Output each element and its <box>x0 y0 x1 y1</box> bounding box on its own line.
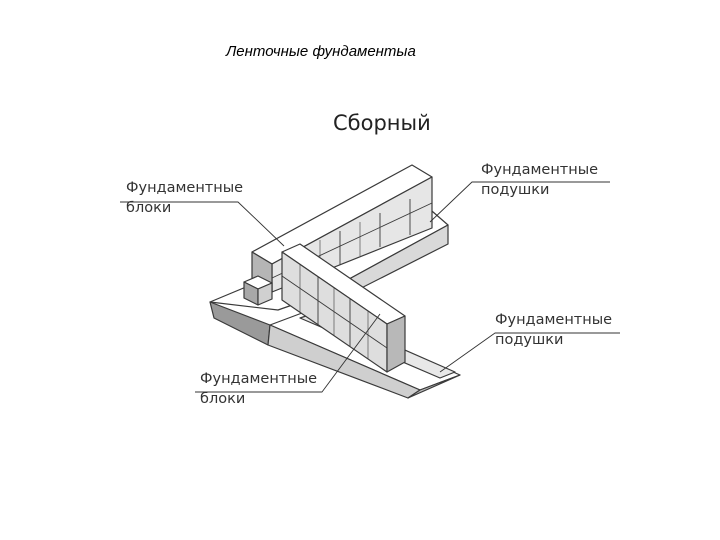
label-blocks-top: Фундаментные блоки <box>126 178 243 218</box>
diagram-heading: Сборный <box>333 111 431 135</box>
label-blocks-top-line1: Фундаментные <box>126 180 244 196</box>
leader-lines <box>120 181 620 393</box>
leader-cushions-bottom <box>439 332 620 373</box>
label-blocks-top-line2: блоки <box>126 200 172 216</box>
label-cushions-bottom-line1: Фундаментные <box>495 312 613 328</box>
label-cushions-top-line1: Фундаментные <box>481 162 599 178</box>
label-blocks-bottom: Фундаментные блоки <box>200 369 317 409</box>
label-cushions-top: Фундаментные подушки <box>481 160 598 200</box>
label-cushions-bottom-line2: подушки <box>495 332 564 348</box>
front-wall-blocks <box>281 243 406 373</box>
end-block <box>243 275 273 306</box>
leader-blocks-bottom <box>195 313 381 393</box>
label-blocks-bottom-line2: блоки <box>200 391 246 407</box>
slide-title: Ленточные фундаментыа <box>226 43 416 60</box>
leader-cushions-top <box>429 181 610 223</box>
label-blocks-bottom-line1: Фундаментные <box>200 371 318 387</box>
leader-blocks-top <box>120 201 285 247</box>
label-cushions-top-line2: подушки <box>481 182 550 198</box>
label-cushions-bottom: Фундаментные подушки <box>495 310 612 350</box>
